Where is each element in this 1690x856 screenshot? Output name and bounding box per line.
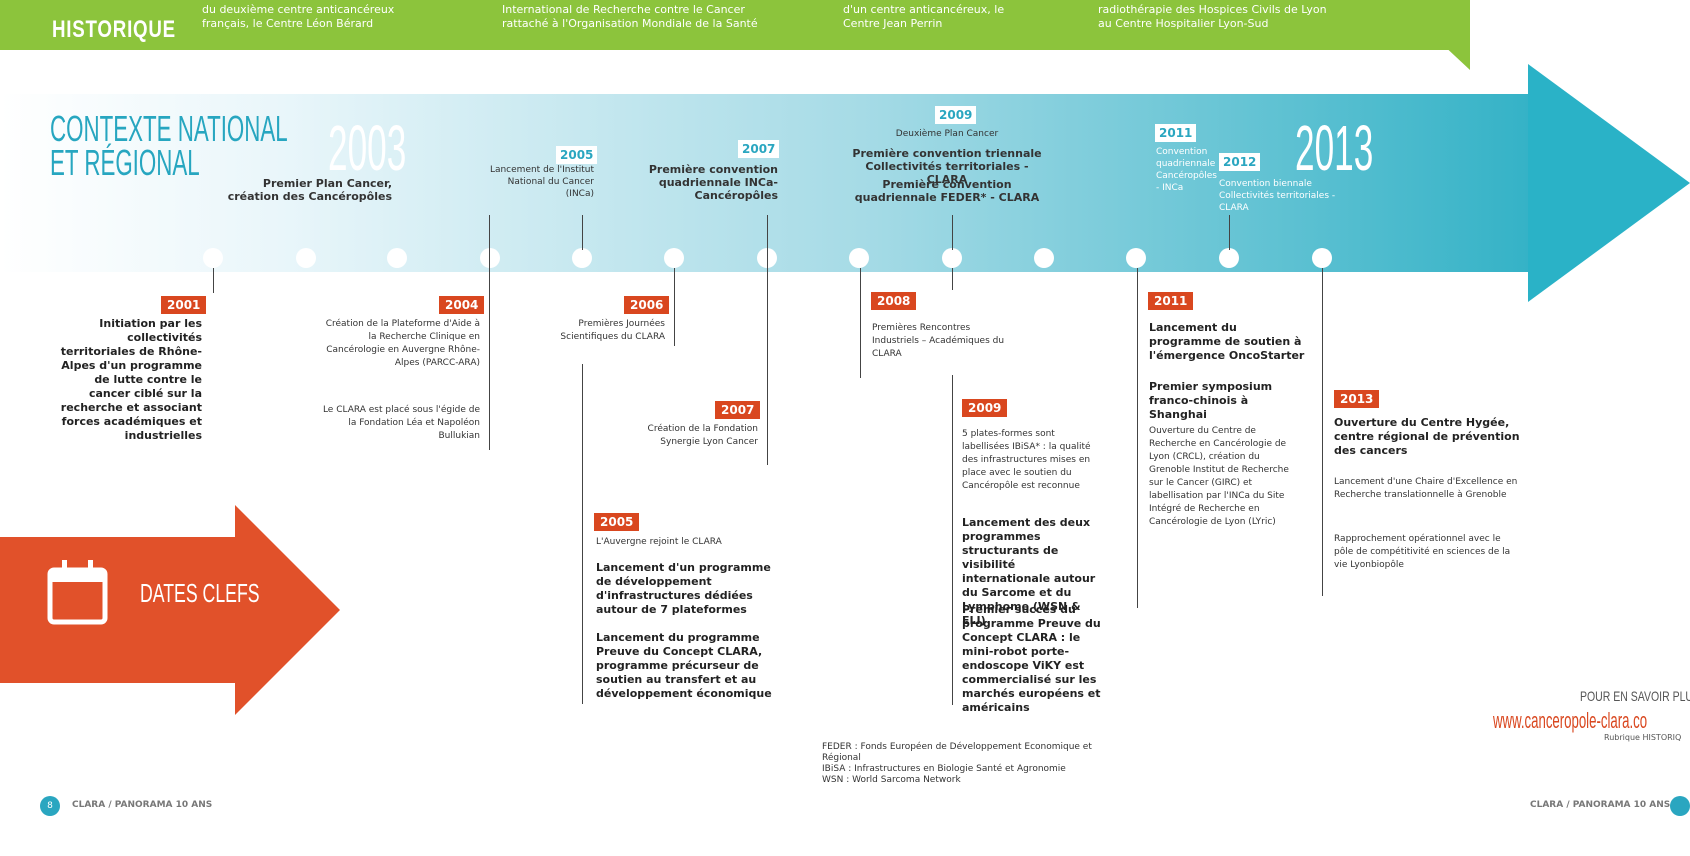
historique-banner bbox=[0, 0, 1470, 50]
context-event-plan2: Deuxième Plan Cancer bbox=[895, 129, 999, 139]
year-badge: 2006 bbox=[624, 296, 670, 314]
page-number-badge: 8 bbox=[40, 796, 60, 816]
dates-clefs-arrow bbox=[0, 505, 340, 715]
connector-line bbox=[767, 215, 768, 465]
event-2005-preuve-concept: Lancement du programme Preuve du Concept… bbox=[596, 631, 772, 700]
context-event-convention-inca: Première convention quadriennale INCa-Ca… bbox=[648, 163, 778, 202]
context-year-box: 2007 bbox=[738, 140, 780, 158]
event-2008: Premières Rencontres Industriels – Acadé… bbox=[872, 323, 1005, 359]
context-year-box: 2012 bbox=[1219, 153, 1261, 171]
connector-line bbox=[582, 364, 583, 704]
timeline-dot bbox=[1219, 248, 1239, 268]
calendar-icon bbox=[47, 560, 108, 625]
banner-title: HISTORIQUE bbox=[52, 16, 176, 43]
context-arrow-band bbox=[0, 94, 1568, 272]
banner-arrow-tip bbox=[1395, 0, 1470, 70]
context-title-line2: ET RÉGIONAL bbox=[50, 142, 200, 183]
event-2011-crcl: Ouverture du Centre de Recherche en Canc… bbox=[1149, 426, 1289, 527]
event-2009-wsn-eli: Lancement des deux programmes structuran… bbox=[962, 516, 1096, 627]
timeline-dot bbox=[942, 248, 962, 268]
connector-line bbox=[213, 268, 214, 293]
event-2009-ibisa: 5 plates-formes sont labellisées IBiSA* … bbox=[962, 429, 1091, 491]
connector-line bbox=[582, 215, 583, 250]
context-event-biennale: Convention biennale Collectivités territ… bbox=[1219, 179, 1336, 213]
event-2011-symposium: Premier symposium franco-chinois à Shang… bbox=[1149, 380, 1273, 421]
event-2004-parcc: Création de la Plateforme d'Aide à la Re… bbox=[325, 319, 480, 368]
timeline-dot bbox=[572, 248, 592, 268]
event-2004-fondation: Le CLARA est placé sous l'égide de la Fo… bbox=[322, 405, 480, 441]
context-event-triennale: Première convention triennale Collectivi… bbox=[852, 147, 1042, 186]
event-2005-auvergne: L'Auvergne rejoint le CLARA bbox=[596, 537, 722, 547]
timeline-dot bbox=[1126, 248, 1146, 268]
context-event-feder: Première convention quadriennale FEDER* … bbox=[854, 178, 1040, 204]
year-badge: 2009 bbox=[962, 399, 1008, 417]
event-2001: Initiation par les collectivités territo… bbox=[60, 317, 202, 442]
year-end: 2013 bbox=[1295, 112, 1374, 184]
year-badge: 2008 bbox=[871, 292, 917, 310]
connector-line bbox=[1229, 215, 1230, 250]
year-badge: 2005 bbox=[594, 513, 640, 531]
year-badge: 2011 bbox=[1148, 292, 1194, 310]
timeline-dot bbox=[849, 248, 869, 268]
banner-snippet: International de Recherche contre le Can… bbox=[502, 3, 758, 30]
connector-line bbox=[860, 268, 861, 378]
banner-snippet: radiothérapie des Hospices Civils de Lyo… bbox=[1098, 3, 1327, 30]
context-year-box: 2009 bbox=[935, 106, 977, 124]
context-title-line1: CONTEXTE NATIONAL bbox=[50, 108, 288, 149]
event-2011-oncostarter: Lancement du programme de soutien à l'ém… bbox=[1149, 321, 1305, 362]
page-number-badge-right bbox=[1670, 796, 1690, 816]
connector-line bbox=[952, 268, 953, 290]
context-arrow-head bbox=[1528, 64, 1690, 302]
context-event-inca: Lancement de l'Institut National du Canc… bbox=[489, 165, 594, 199]
banner-snippet: d'un centre anticancéreux, le Centre Jea… bbox=[843, 3, 1005, 30]
timeline-dot bbox=[480, 248, 500, 268]
banner-snippet: du deuxième centre anticancéreux françai… bbox=[202, 3, 395, 30]
connector-line bbox=[1137, 268, 1138, 608]
context-title: CONTEXTE NATIONAL ET RÉGIONAL bbox=[50, 108, 288, 183]
year-badge: 2013 bbox=[1334, 390, 1380, 408]
event-2013-chaire: Lancement d'une Chaire d'Excellence en R… bbox=[1334, 477, 1518, 500]
timeline-dot bbox=[203, 248, 223, 268]
timeline-dot bbox=[664, 248, 684, 268]
timeline-dot bbox=[296, 248, 316, 268]
footnotes: FEDER : Fonds Européen de Développement … bbox=[822, 742, 1122, 786]
footer-brand-right: CLARA / PANORAMA 10 ANS bbox=[1530, 800, 1671, 810]
year-start: 2003 bbox=[328, 112, 407, 184]
footnote-wsn: WSN : World Sarcoma Network bbox=[822, 775, 961, 785]
event-2013-hygee: Ouverture du Centre Hygée, centre région… bbox=[1334, 416, 1520, 457]
year-badge: 2001 bbox=[161, 296, 207, 314]
event-2005-infrastructures: Lancement d'un programme de développemen… bbox=[596, 561, 771, 616]
timeline-dot bbox=[1034, 248, 1054, 268]
timeline-dot bbox=[1312, 248, 1332, 268]
dates-clefs-label: DATES CLEFS bbox=[140, 578, 260, 608]
year-badge: 2007 bbox=[715, 401, 761, 419]
context-year-box: 2005 bbox=[556, 146, 598, 164]
year-badge: 2004 bbox=[439, 296, 485, 314]
connector-line bbox=[952, 375, 953, 705]
more-info-link[interactable]: www.canceropole-clara.co bbox=[1493, 708, 1648, 733]
footnote-ibisa: IBiSA : Infrastructures en Biologie Sant… bbox=[822, 764, 1066, 774]
more-info-heading: POUR EN SAVOIR PLU bbox=[1580, 688, 1690, 704]
event-2009-viky: Premier succès du programme Preuve du Co… bbox=[962, 603, 1101, 714]
footer-brand-left: CLARA / PANORAMA 10 ANS bbox=[72, 800, 213, 810]
event-2007: Création de la Fondation Synergie Lyon C… bbox=[647, 424, 758, 447]
context-event-cancéropôles-inca: Convention quadriennale Cancéropôles - I… bbox=[1156, 147, 1217, 193]
context-event-plan-cancer: Premier Plan Cancer, création des Cancér… bbox=[227, 177, 392, 203]
footnote-feder: FEDER : Fonds Européen de Développement … bbox=[822, 742, 1092, 763]
timeline-dot bbox=[387, 248, 407, 268]
context-year-box: 2011 bbox=[1155, 124, 1197, 142]
connector-line bbox=[952, 215, 953, 250]
connector-line bbox=[674, 268, 675, 346]
event-2006: Premières Journées Scientifiques du CLAR… bbox=[560, 319, 665, 342]
connector-line bbox=[1322, 268, 1323, 596]
more-info-rubrique: Rubrique HISTORIQ bbox=[1604, 733, 1682, 742]
connector-line bbox=[489, 215, 490, 450]
event-2013-lyonbiopole: Rapprochement opérationnel avec le pôle … bbox=[1334, 534, 1511, 570]
